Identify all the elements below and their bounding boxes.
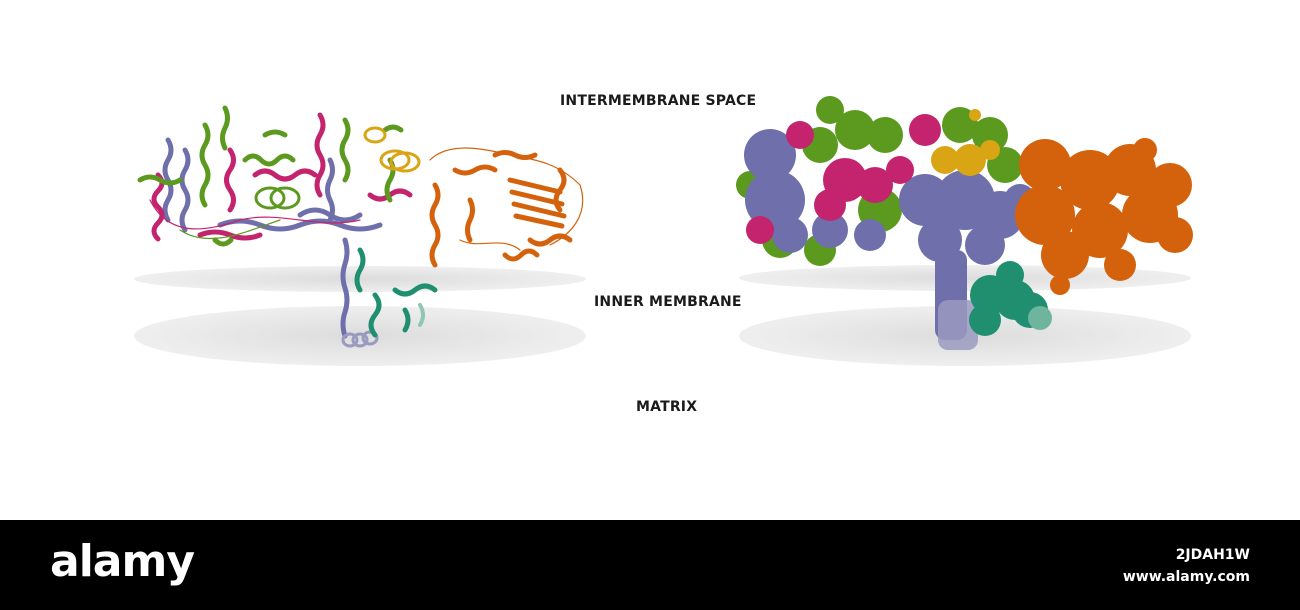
inner-membrane-label: INNER MEMBRANE: [594, 294, 742, 310]
protein-complex-illustration: [134, 96, 1193, 366]
matrix-label: MATRIX: [636, 399, 698, 415]
site-url: www.alamy.com: [1122, 569, 1250, 585]
membrane-disc-upper-left: [134, 266, 586, 292]
alamy-logo: alamy: [50, 536, 195, 587]
intermembrane-space-label: INTERMEMBRANE SPACE: [560, 93, 757, 109]
image-id-block: 2JDAH1W www.alamy.com: [1123, 544, 1250, 588]
surface-model-image: [736, 96, 1193, 350]
illustration-area: INTERMEMBRANE SPACE INNER MEMBRANE MATRI…: [134, 93, 1193, 415]
image-id: 2JDAH1W: [1175, 547, 1250, 563]
ribbon-model-image: [137, 105, 584, 348]
membrane-disc-lower-left: [134, 306, 586, 366]
watermark-footer: alamy 2JDAH1W www.alamy.com: [0, 520, 1300, 610]
